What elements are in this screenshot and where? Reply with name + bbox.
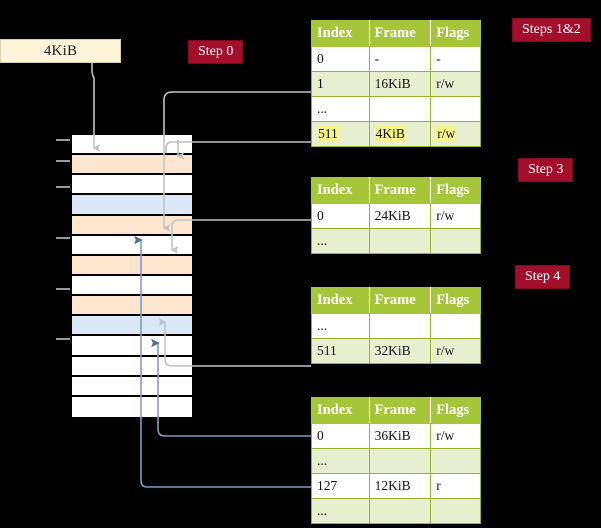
- table-row: 511 4KiB r/w: [311, 121, 481, 147]
- table-row: 0--: [311, 46, 481, 72]
- source-frame-label: 4KiB: [43, 42, 78, 59]
- cell-frame: [368, 448, 432, 474]
- cell-index: ...: [311, 313, 370, 339]
- cell-index: 0: [311, 423, 370, 449]
- highlighted-value: 4KiB: [374, 125, 406, 141]
- cell-flags: r: [430, 473, 481, 499]
- cell-frame: [368, 313, 432, 339]
- cell-frame: 32KiB: [368, 338, 432, 364]
- cell-frame: 16KiB: [368, 71, 432, 97]
- column-header-flags: Flags: [430, 397, 481, 424]
- cell-flags: [430, 228, 481, 254]
- cell-flags: -: [430, 46, 481, 72]
- memory-row-11: [72, 356, 192, 377]
- table-row: ...: [311, 313, 481, 339]
- memory-tick-0: [56, 139, 70, 141]
- column-header-index: Index: [311, 287, 370, 314]
- cell-frame: 24KiB: [368, 203, 432, 229]
- cell-flags: r/w: [430, 203, 481, 229]
- memory-row-5: [72, 235, 192, 256]
- column-header-frame: Frame: [368, 287, 432, 314]
- memory-tick-1: [56, 160, 70, 162]
- cell-index: 511: [311, 338, 370, 364]
- cell-index: 0: [311, 203, 370, 229]
- cell-flags: [430, 96, 481, 122]
- highlighted-value: 511: [317, 125, 339, 141]
- column-header-frame: Frame: [368, 177, 432, 204]
- memory-tick-4: [56, 288, 70, 290]
- cell-frame: [368, 498, 432, 524]
- memory-row-0: [72, 135, 192, 156]
- step-badge-steps-1-2: Steps 1&2: [512, 18, 591, 42]
- cell-index: ...: [311, 448, 370, 474]
- cell-flags: r/w: [430, 121, 481, 147]
- cell-index: 1: [311, 71, 370, 97]
- column-header-flags: Flags: [430, 287, 481, 314]
- memory-tick-5: [56, 338, 70, 340]
- cell-index: ...: [311, 228, 370, 254]
- column-header-index: Index: [311, 397, 370, 424]
- cell-index: 511: [311, 121, 370, 147]
- memory-row-2: [72, 175, 192, 196]
- memory-row-7: [72, 276, 192, 297]
- wire-table2-row0-to-memory: [170, 219, 311, 254]
- cell-frame: -: [368, 46, 432, 72]
- memory-row-8: [72, 296, 192, 317]
- memory-row-4: [72, 215, 192, 236]
- column-header-frame: Frame: [368, 20, 432, 47]
- cell-frame: 36KiB: [368, 423, 432, 449]
- column-header-frame: Frame: [368, 397, 432, 424]
- memory-row-1: [72, 155, 192, 176]
- column-header-flags: Flags: [430, 20, 481, 47]
- memory-row-3: [72, 195, 192, 216]
- step-badge-step-0: Step 0: [188, 40, 244, 64]
- cell-flags: [430, 448, 481, 474]
- table-row: ...: [311, 448, 481, 474]
- memory-row-6: [72, 255, 192, 276]
- cell-index: 0: [311, 46, 370, 72]
- cell-flags: r/w: [430, 338, 481, 364]
- physical-memory-column: [70, 133, 192, 417]
- memory-row-9: [72, 316, 192, 337]
- column-header-index: Index: [311, 177, 370, 204]
- step-badge-step-3: Step 3: [518, 158, 574, 182]
- cell-index: 127: [311, 473, 370, 499]
- cell-flags: [430, 498, 481, 524]
- cell-index: ...: [311, 498, 370, 524]
- column-header-flags: Flags: [430, 177, 481, 204]
- memory-row-12: [72, 376, 192, 397]
- cell-index: ...: [311, 96, 370, 122]
- cell-flags: r/w: [430, 423, 481, 449]
- cell-frame: 4KiB: [368, 121, 432, 147]
- highlighted-value: r/w: [436, 125, 457, 141]
- cell-flags: r/w: [430, 71, 481, 97]
- cell-frame: [368, 228, 432, 254]
- memory-row-10: [72, 336, 192, 357]
- table-row: ...: [311, 498, 481, 524]
- table-row: ...: [311, 96, 481, 122]
- memory-tick-2: [56, 186, 70, 188]
- memory-tick-3: [56, 237, 70, 239]
- column-header-index: Index: [311, 20, 370, 47]
- source-frame-box: 4KiB: [0, 39, 121, 63]
- step-badge-step-4: Step 4: [515, 265, 571, 289]
- cell-frame: 12KiB: [368, 473, 432, 499]
- cell-flags: [430, 313, 481, 339]
- table-row: ...: [311, 228, 481, 254]
- memory-row-13: [72, 396, 192, 417]
- cell-frame: [368, 96, 432, 122]
